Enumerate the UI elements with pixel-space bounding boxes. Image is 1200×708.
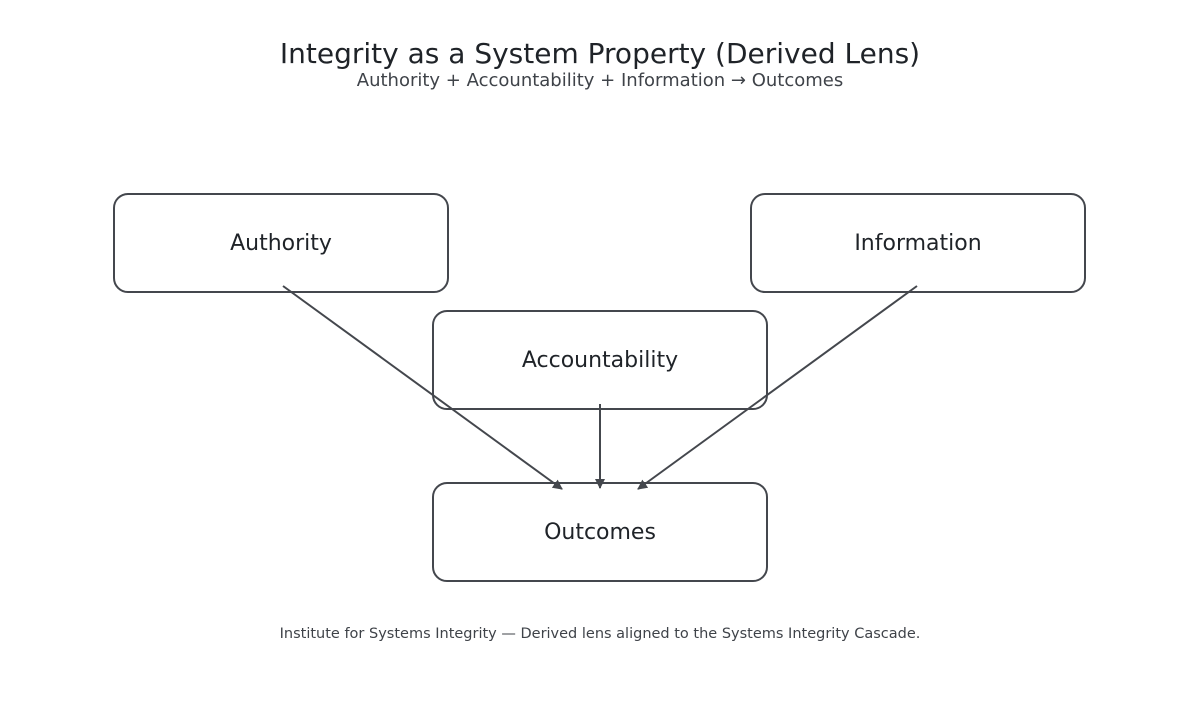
node-label-outcomes: Outcomes	[544, 520, 656, 545]
node-label-information: Information	[854, 231, 981, 256]
node-authority: Authority	[113, 193, 449, 293]
diagram-title: Integrity as a System Property (Derived …	[279, 37, 921, 70]
footer-caption: Institute for Systems Integrity — Derive…	[279, 626, 921, 642]
node-accountability: Accountability	[432, 310, 768, 410]
node-label-authority: Authority	[230, 231, 332, 256]
node-label-accountability: Accountability	[522, 348, 678, 373]
node-information: Information	[750, 193, 1086, 293]
edge-information-to-outcomes-arrow	[637, 285, 918, 490]
node-outcomes: Outcomes	[432, 482, 768, 582]
diagram-subtitle: Authority + Accountability + Information…	[356, 70, 844, 91]
edge-authority-to-outcomes-arrow	[282, 285, 563, 490]
